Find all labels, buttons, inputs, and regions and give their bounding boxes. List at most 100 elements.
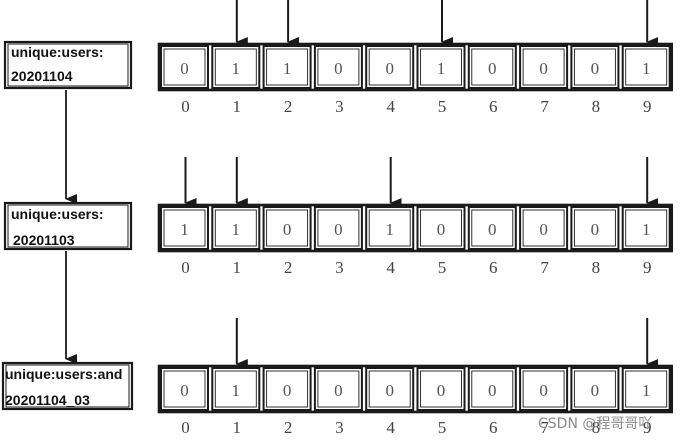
bit-index-label: 0 bbox=[181, 418, 190, 437]
bit-value: 1 bbox=[232, 220, 241, 239]
bit-cell-inner bbox=[214, 370, 257, 408]
bit-cell-inner bbox=[317, 370, 360, 408]
bit-cell-inner bbox=[163, 209, 206, 247]
bit-value: 0 bbox=[488, 381, 497, 400]
key-label-line-2: 20201104_03 bbox=[5, 392, 90, 408]
bit-cell bbox=[160, 367, 209, 411]
bit-cell bbox=[416, 45, 466, 89]
bit-cell-inner bbox=[573, 370, 616, 408]
bit-cell bbox=[519, 367, 569, 411]
bit-index-label: 5 bbox=[438, 418, 447, 437]
bit-value: 0 bbox=[385, 59, 394, 78]
bit-row-border bbox=[157, 364, 674, 414]
bit-cell bbox=[519, 45, 569, 89]
bit-cell-inner bbox=[420, 370, 462, 408]
bit-cell-inner bbox=[214, 48, 257, 86]
bit-index-label: 3 bbox=[335, 97, 344, 116]
bit-cell-inner bbox=[214, 209, 257, 247]
key-label-line-1: unique:users: bbox=[11, 44, 104, 60]
bit-index-label: 9 bbox=[643, 97, 652, 116]
key-box-row-1: unique:users: 20201103 bbox=[3, 201, 133, 251]
bit-cell-inner bbox=[471, 370, 514, 408]
bit-cell bbox=[570, 206, 620, 250]
bit-value: 0 bbox=[385, 381, 394, 400]
bit-cell-inner bbox=[266, 48, 309, 86]
bit-cell bbox=[519, 206, 569, 250]
bit-cell-inner bbox=[266, 370, 309, 408]
bit-cell bbox=[262, 45, 312, 89]
bit-cell bbox=[467, 206, 517, 250]
bit-value: 1 bbox=[232, 381, 241, 400]
bit-index-label: 1 bbox=[233, 258, 242, 277]
key-label-line-2: 20201103 bbox=[13, 232, 75, 248]
bit-value: 0 bbox=[488, 220, 497, 239]
bit-rows: 0011120304150607081910110203140506070819… bbox=[157, 0, 674, 437]
bit-index-label: 4 bbox=[386, 258, 395, 277]
bit-value: 0 bbox=[334, 59, 343, 78]
bit-index-label: 6 bbox=[489, 418, 498, 437]
bit-index-label: 1 bbox=[233, 418, 242, 437]
key-label-line-1: unique:users:and bbox=[5, 366, 122, 382]
bit-value: 1 bbox=[385, 220, 394, 239]
bit-value: 0 bbox=[437, 381, 446, 400]
key-label-line-1: unique:users: bbox=[11, 206, 104, 222]
bit-value: 1 bbox=[437, 59, 446, 78]
bit-cell-inner bbox=[573, 48, 616, 86]
bit-index-label: 3 bbox=[335, 418, 344, 437]
bit-index-label: 3 bbox=[335, 258, 344, 277]
key-box-row-2: unique:users:and 20201104_03 bbox=[1, 361, 134, 411]
bit-value: 0 bbox=[180, 59, 189, 78]
bit-cell bbox=[570, 367, 620, 411]
bit-row-border bbox=[157, 42, 674, 92]
bit-value: 0 bbox=[591, 381, 600, 400]
bit-index-label: 9 bbox=[643, 258, 652, 277]
bit-cell-inner bbox=[471, 48, 514, 86]
bit-index-label: 6 bbox=[489, 97, 498, 116]
bit-cell bbox=[467, 45, 517, 89]
bit-value: 1 bbox=[180, 220, 189, 239]
bit-cell bbox=[416, 367, 466, 411]
bit-value: 0 bbox=[334, 381, 343, 400]
bit-cell-inner bbox=[163, 48, 206, 86]
bit-cell-inner bbox=[522, 209, 565, 247]
bit-cell-inner bbox=[625, 48, 668, 86]
bit-cell bbox=[365, 45, 415, 89]
bit-value: 0 bbox=[180, 381, 189, 400]
bit-cell-inner bbox=[368, 48, 411, 86]
bit-cell bbox=[416, 206, 466, 250]
bit-cell-inner bbox=[522, 370, 565, 408]
bit-cell-inner bbox=[163, 370, 206, 408]
bit-index-label: 4 bbox=[386, 418, 395, 437]
bit-value: 0 bbox=[539, 59, 548, 78]
bit-value: 0 bbox=[591, 59, 600, 78]
bit-cell-inner bbox=[471, 209, 514, 247]
bit-cell-inner bbox=[368, 370, 411, 408]
bit-index-label: 2 bbox=[284, 258, 293, 277]
bit-cell-inner bbox=[420, 48, 462, 86]
bit-cell bbox=[365, 367, 415, 411]
bit-value: 0 bbox=[283, 220, 292, 239]
bit-index-label: 1 bbox=[233, 97, 242, 116]
bit-cell bbox=[313, 206, 363, 250]
bit-value: 0 bbox=[488, 59, 497, 78]
bit-cell-inner bbox=[625, 209, 668, 247]
bit-cell bbox=[570, 45, 620, 89]
bit-value: 0 bbox=[334, 220, 343, 239]
bit-cell bbox=[313, 367, 363, 411]
bit-cell-inner bbox=[625, 370, 668, 408]
bit-cell bbox=[160, 45, 209, 89]
bit-cell-inner bbox=[573, 209, 616, 247]
bit-cell bbox=[313, 45, 363, 89]
bit-cell bbox=[467, 367, 517, 411]
bit-cell-inner bbox=[368, 209, 411, 247]
bit-cell-inner bbox=[266, 209, 309, 247]
bit-index-label: 5 bbox=[438, 258, 447, 277]
bit-value: 1 bbox=[642, 381, 651, 400]
bit-index-label: 8 bbox=[592, 258, 601, 277]
bit-index-label: 0 bbox=[181, 97, 190, 116]
bit-index-label: 8 bbox=[592, 418, 601, 437]
